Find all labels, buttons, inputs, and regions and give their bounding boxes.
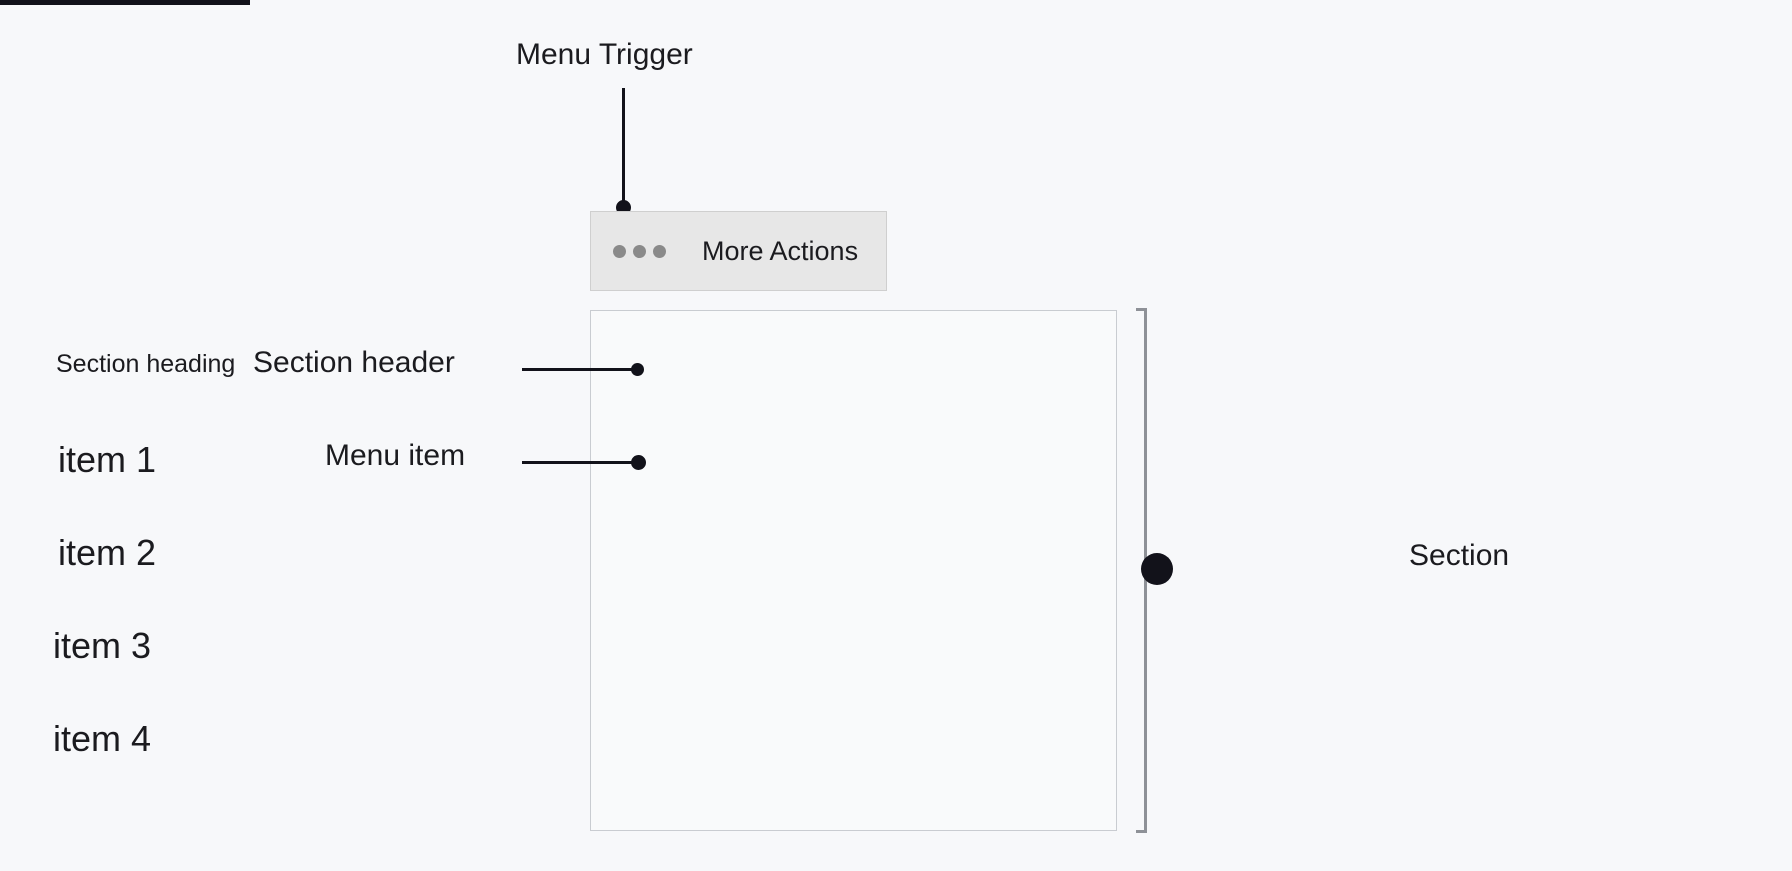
leader-line-menu-item — [522, 461, 642, 464]
bracket-tick-top — [1136, 308, 1147, 311]
leader-line-section — [0, 0, 250, 5]
leader-dot-section-header — [631, 363, 644, 376]
leader-line-section-header — [522, 368, 640, 371]
menu-item[interactable]: item 4 — [53, 718, 152, 759]
more-actions-trigger-label: More Actions — [702, 235, 859, 266]
menu-panel — [590, 310, 1117, 831]
menu-item[interactable]: item 3 — [53, 625, 152, 666]
annotation-label-menu-item: Menu item — [325, 439, 466, 472]
annotation-label-menu-trigger: Menu Trigger — [516, 38, 693, 71]
leader-line-menu-trigger — [622, 88, 625, 206]
menu-item[interactable]: item 2 — [58, 532, 157, 573]
menu-item[interactable]: item 1 — [58, 439, 157, 480]
annotation-label-section: Section — [1409, 539, 1510, 572]
leader-dot-section — [1141, 553, 1173, 585]
more-actions-trigger-button[interactable]: More Actions — [590, 211, 887, 291]
annotation-label-section-header: Section header — [253, 346, 455, 379]
leader-dot-menu-item — [631, 455, 646, 470]
bracket-tick-bottom — [1136, 830, 1147, 833]
ellipsis-horizontal-icon — [613, 244, 666, 258]
menu-section-heading: Section heading — [56, 350, 236, 378]
